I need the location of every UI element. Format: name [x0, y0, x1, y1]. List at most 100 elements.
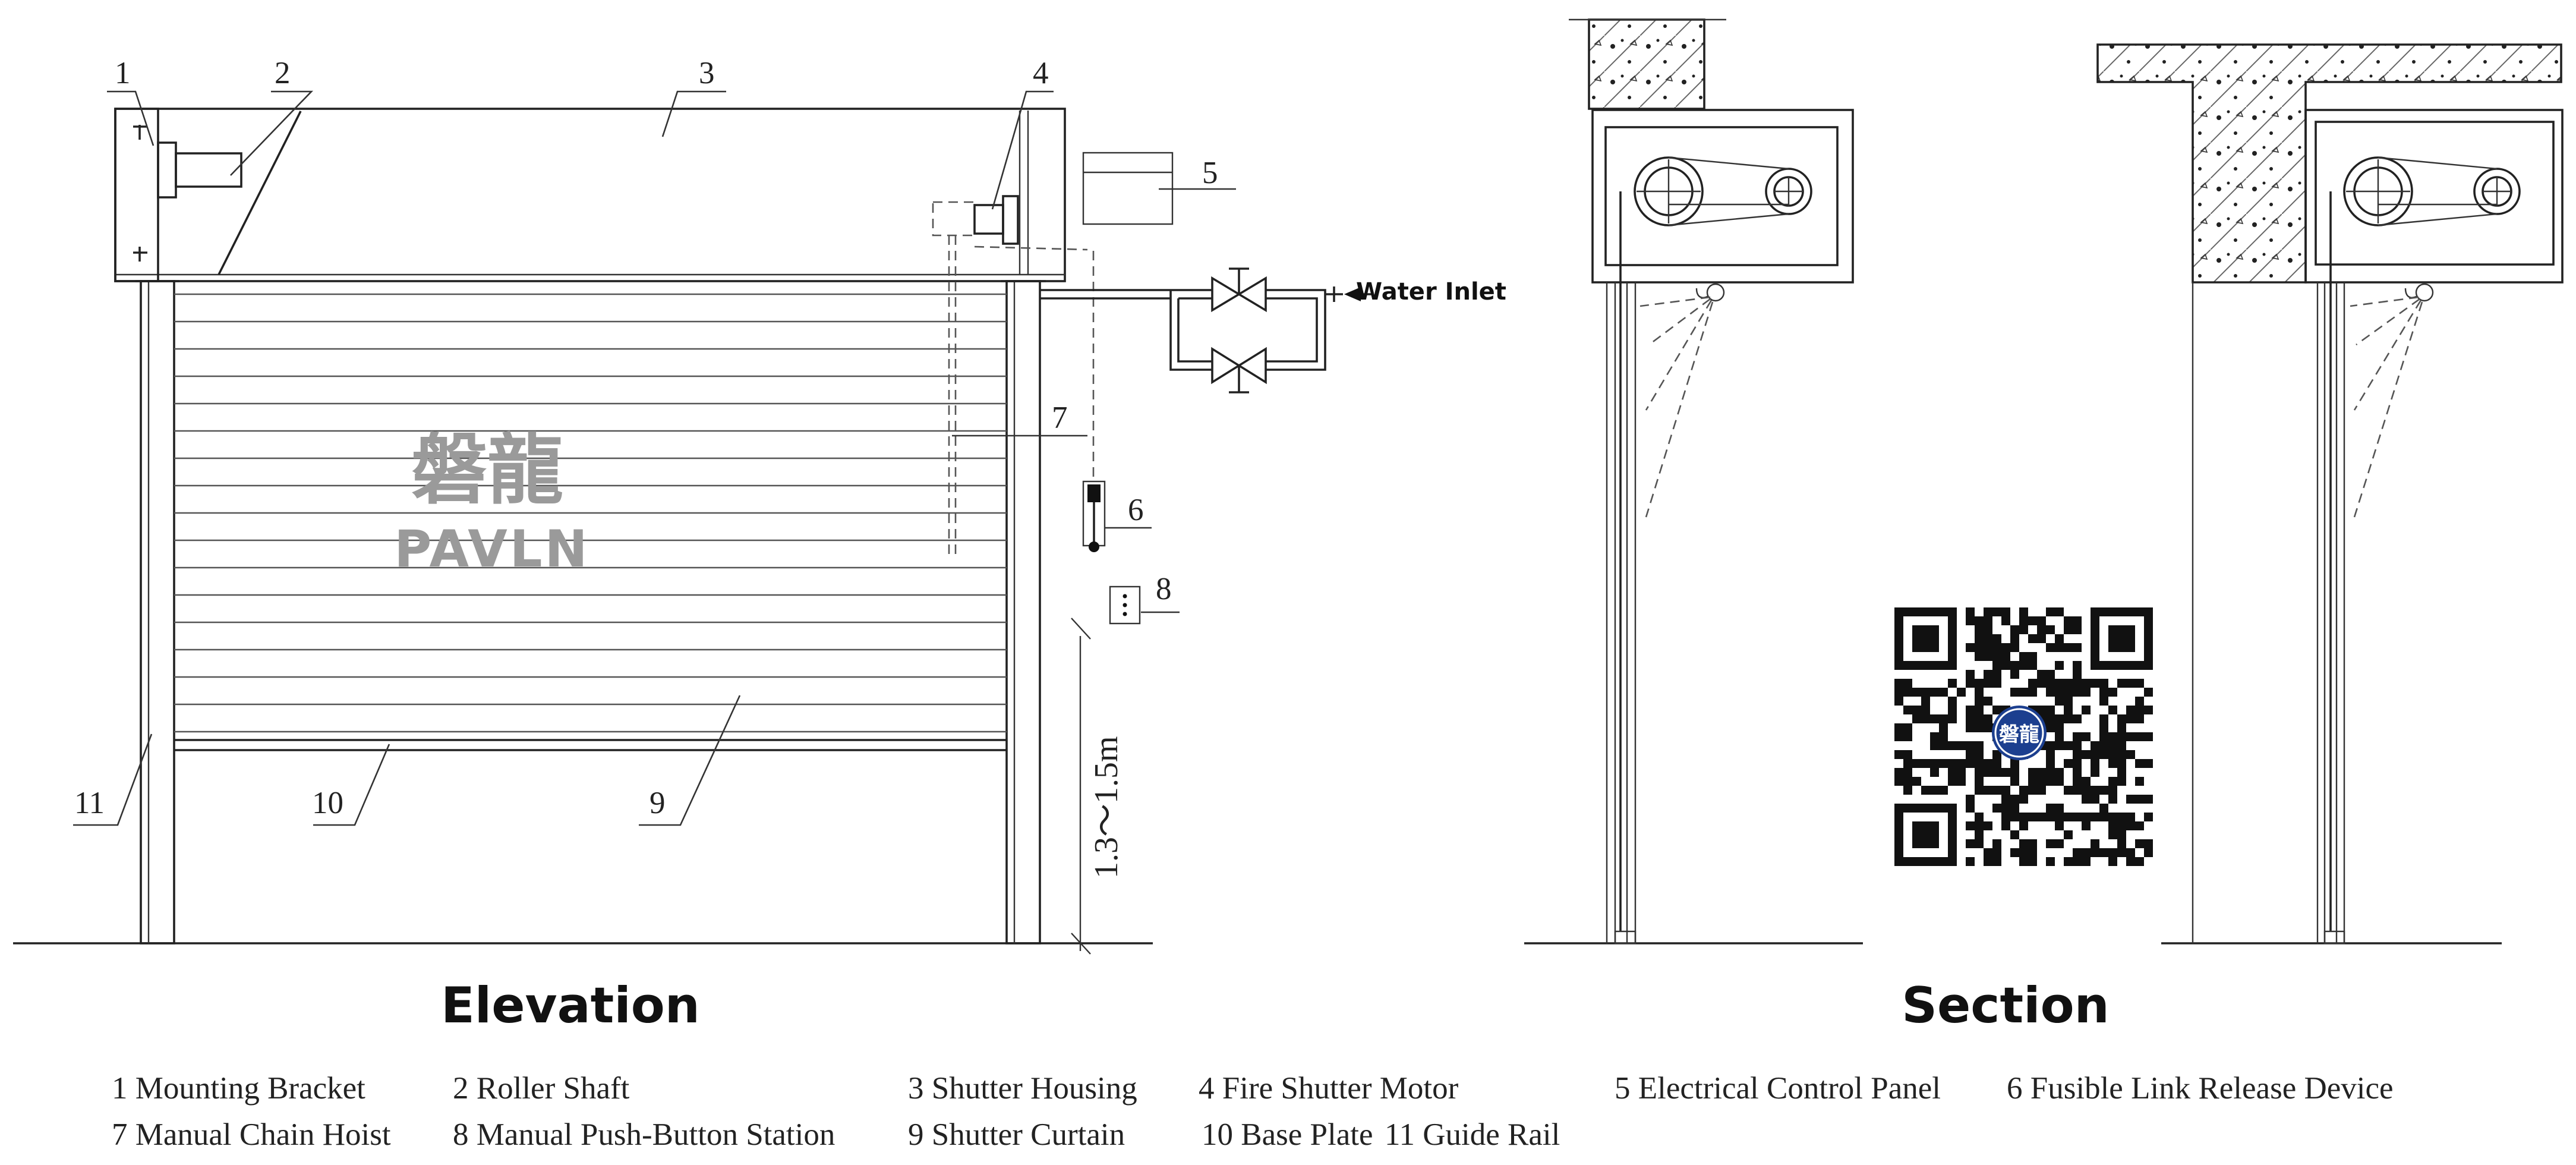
- qr-module: [2091, 848, 2099, 857]
- qr-module: [1948, 777, 1957, 786]
- qr-module: [2028, 679, 2037, 688]
- qr-module: [1975, 697, 1984, 706]
- qr-module: [2073, 714, 2082, 723]
- fire-shutter-motor: [932, 201, 976, 237]
- qr-module: [1975, 723, 1984, 732]
- qr-module: [2064, 786, 2073, 795]
- qr-module: [2144, 848, 2153, 857]
- qr-module: [1894, 688, 1903, 697]
- qr-module: [2117, 777, 2126, 786]
- qr-module: [2091, 768, 2099, 777]
- qr-module: [2091, 679, 2099, 688]
- qr-module: [1957, 759, 1966, 768]
- qr-module: [2055, 723, 2064, 732]
- qr-module: [2073, 813, 2082, 821]
- callout-9: 9: [649, 786, 666, 820]
- qr-module: [1975, 830, 1984, 839]
- qr-module: [2019, 661, 2028, 670]
- qr-module: [2010, 634, 2019, 643]
- legend-item-8: 8 Manual Push-Button Station: [453, 1117, 835, 1152]
- qr-module: [2046, 813, 2055, 821]
- qr-module: [1992, 634, 2001, 643]
- qr-module: [2135, 795, 2144, 804]
- qr-module: [1930, 741, 1939, 750]
- qr-module: [1992, 759, 2001, 768]
- qr-module: [2001, 643, 2010, 652]
- qr-module: [2108, 830, 2117, 839]
- callout-10: 10: [312, 786, 343, 820]
- qr-module: [1984, 759, 1992, 768]
- qr-module: [1939, 786, 1948, 795]
- qr-module: [2099, 786, 2108, 795]
- qr-module: [1894, 697, 1903, 706]
- qr-module: [1992, 750, 2001, 759]
- qr-module: [1948, 741, 1957, 750]
- watermark-chinese: 磐龍: [411, 426, 563, 515]
- qr-module: [1992, 652, 2001, 661]
- height-dimension: [1071, 618, 1091, 955]
- qr-module: [1992, 679, 2001, 688]
- qr-module: [2117, 848, 2126, 857]
- qr-module: [2144, 839, 2153, 848]
- qr-module: [1912, 706, 1921, 714]
- qr-module: [2028, 857, 2037, 866]
- qr-module: [2019, 813, 2028, 821]
- qr-module: [2037, 679, 2046, 688]
- qr-module: [2099, 714, 2108, 723]
- qr-module: [2001, 768, 2010, 777]
- qr-module: [1921, 697, 1930, 706]
- qr-module: [2046, 777, 2055, 786]
- qr-module: [2028, 813, 2037, 821]
- qr-module: [2001, 821, 2010, 830]
- qr-module: [2046, 759, 2055, 768]
- qr-module: [1939, 723, 1948, 732]
- qr-module: [2144, 795, 2153, 804]
- qr-module: [2091, 741, 2099, 750]
- qr-module: [2073, 768, 2082, 777]
- elevation-heading: Elevation: [441, 977, 700, 1034]
- qr-module: [2108, 732, 2117, 741]
- qr-module: [2064, 679, 2073, 688]
- qr-module: [1966, 804, 1975, 813]
- watermark-brand: PAVLN: [394, 519, 589, 579]
- qr-module: [2091, 839, 2099, 848]
- qr-module: [2135, 759, 2144, 768]
- concrete-lintel: [1588, 18, 1705, 110]
- qr-module: [2117, 813, 2126, 821]
- qr-module: [1975, 768, 1984, 777]
- qr-module: [1903, 723, 1912, 732]
- elevation-view: Water Inlet 1.3～1.5m 磐龍 PAVLN: [13, 56, 1506, 1034]
- legend-item-11: 11 Guide Rail: [1385, 1117, 1560, 1152]
- callout-3: 3: [699, 56, 715, 90]
- qr-module: [2073, 759, 2082, 768]
- qr-module: [2135, 679, 2144, 688]
- qr-badge-text: 磐龍: [1999, 723, 2039, 747]
- qr-module: [1992, 706, 2001, 714]
- qr-module: [1921, 706, 1930, 714]
- qr-module: [2064, 741, 2073, 750]
- qr-module: [2082, 813, 2091, 821]
- qr-module: [1992, 670, 2001, 679]
- qr-module: [1992, 661, 2001, 670]
- qr-module: [1966, 839, 1975, 848]
- callout-5: 5: [1202, 156, 1218, 190]
- qr-module: [2117, 839, 2126, 848]
- qr-module: [1930, 714, 1939, 723]
- qr-module: [1984, 768, 1992, 777]
- qr-module: [1975, 714, 1984, 723]
- qr-module: [1966, 679, 1975, 688]
- qr-module: [2082, 857, 2091, 866]
- qr-module: [2091, 759, 2099, 768]
- qr-module: [1903, 768, 1912, 777]
- qr-module: [2099, 679, 2108, 688]
- qr-module: [2028, 777, 2037, 786]
- qr-module: [1975, 821, 1984, 830]
- qr-module: [2135, 697, 2144, 706]
- qr-module: [1912, 777, 1921, 786]
- qr-module: [1975, 688, 1984, 697]
- callout-6: 6: [1128, 493, 1144, 527]
- qr-code: 磐龍: [1894, 607, 2153, 866]
- qr-module: [2046, 643, 2055, 652]
- qr-module: [1948, 768, 1957, 777]
- qr-module: [1948, 706, 1957, 714]
